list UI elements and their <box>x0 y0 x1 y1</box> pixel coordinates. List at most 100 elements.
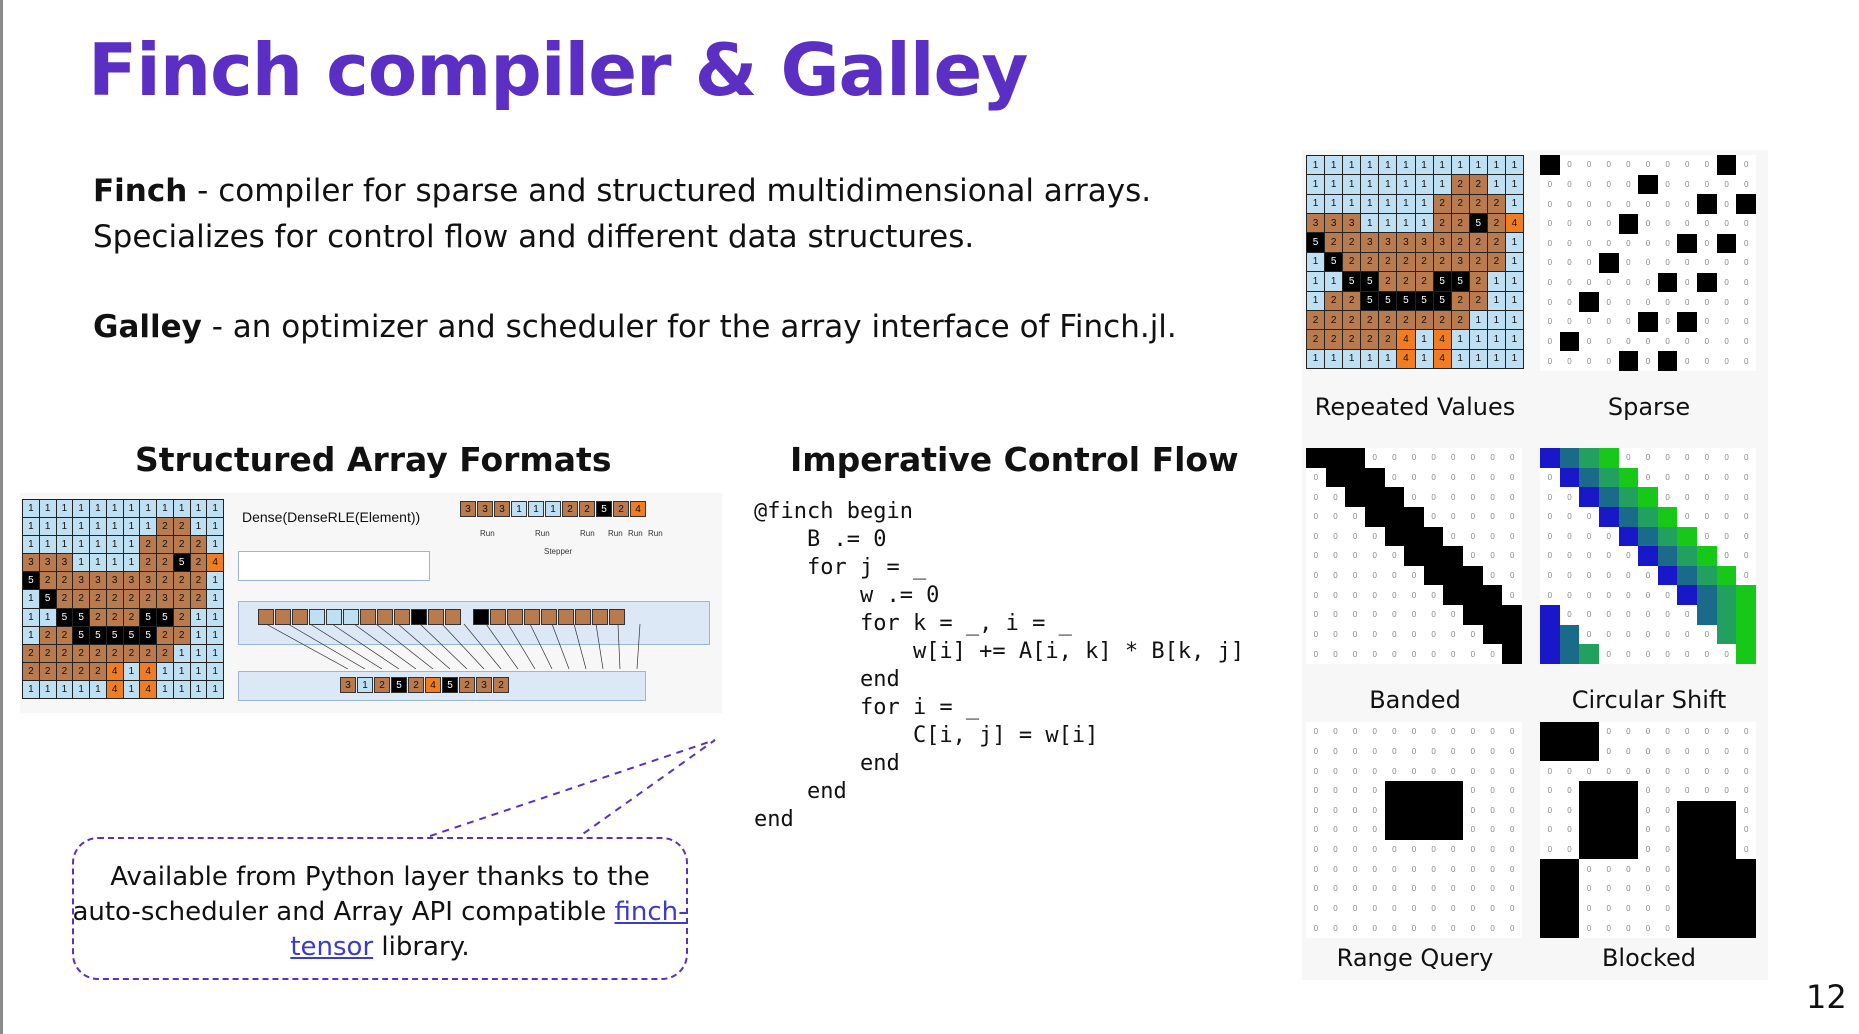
grid-cell: 2 <box>1451 194 1469 214</box>
matrix-cell <box>1559 624 1580 645</box>
matrix-cell <box>1540 859 1560 880</box>
matrix-cell <box>1384 800 1405 821</box>
format-label: Dense(DenseRLE(Element)) <box>242 509 421 525</box>
row-cell: 2 <box>579 501 595 517</box>
matrix-cell: 0 <box>1743 727 1749 737</box>
matrix-cell: 0 <box>1392 610 1397 620</box>
grid-cell: 4 <box>140 680 156 698</box>
finch-tensor-link[interactable]: finch-tensor <box>290 897 688 962</box>
matrix-cell: 0 <box>1411 766 1417 776</box>
grid-cell: 2 <box>173 608 190 626</box>
matrix-cell <box>1638 487 1658 507</box>
matrix-cell: 0 <box>1626 884 1631 894</box>
matrix-cell: 0 <box>1431 884 1436 894</box>
matrix-cell: 0 <box>1352 610 1358 620</box>
matrix-cell <box>1716 820 1737 840</box>
matrix-cell <box>1579 820 1599 840</box>
row-cell: 5 <box>596 501 612 517</box>
matrix-cell: 0 <box>1490 845 1495 855</box>
matrix-cell: 0 <box>1470 453 1476 463</box>
matrix-cell: 0 <box>1451 512 1456 522</box>
matrix-cell: 0 <box>1685 199 1690 209</box>
row-cell: 2 <box>493 677 509 693</box>
matrix-cell: 0 <box>1665 219 1670 229</box>
matrix-cell: 0 <box>1743 179 1749 189</box>
matrix-cell: 0 <box>1372 630 1377 640</box>
matrix-cell: 0 <box>1704 746 1710 756</box>
matrix-cell: 0 <box>1490 649 1495 659</box>
matrix-cell: 0 <box>1586 356 1592 366</box>
grid-cell: 1 <box>190 662 207 680</box>
matrix-cell: 0 <box>1333 766 1338 776</box>
matrix-cell <box>1325 467 1346 488</box>
matrix-cell: 0 <box>1626 610 1631 620</box>
matrix-cell: 0 <box>1743 746 1749 756</box>
matrix-cell: 0 <box>1586 337 1592 347</box>
matrix-cell: 0 <box>1606 746 1611 756</box>
matrix-cell: 0 <box>1685 297 1690 307</box>
matrix-cell: 0 <box>1431 649 1436 659</box>
matrix-cell: 0 <box>1470 845 1476 855</box>
matrix-cell <box>1697 879 1717 899</box>
matrix-cell <box>1345 467 1365 488</box>
grid-cell: 1 <box>1415 156 1433 175</box>
matrix-cell: 0 <box>1704 766 1710 776</box>
row-cell <box>428 609 444 625</box>
matrix-cell <box>1579 741 1599 762</box>
matrix-cell: 0 <box>1685 610 1690 620</box>
matrix-cell: 0 <box>1606 649 1611 659</box>
matrix-cell: 0 <box>1586 610 1592 620</box>
matrix-cell: 0 <box>1685 727 1690 737</box>
matrix-cell: 0 <box>1313 766 1319 776</box>
matrix-cell: 0 <box>1333 649 1338 659</box>
matrix-cell: 0 <box>1333 492 1338 502</box>
matrix-cell <box>1697 565 1717 586</box>
matrix-cell <box>1384 820 1405 840</box>
matrix-cell: 0 <box>1313 630 1319 640</box>
grid-cell: 2 <box>157 644 173 662</box>
grid-cell: 1 <box>1469 310 1487 330</box>
grid-cell: 4 <box>106 680 123 698</box>
matrix-cell: 0 <box>1333 531 1338 541</box>
matrix-cell: 0 <box>1392 766 1397 776</box>
grid-cell: 2 <box>1487 194 1505 214</box>
grid-cell: 1 <box>123 662 140 680</box>
row-cell <box>275 609 291 625</box>
grid-cell: 1 <box>23 590 39 608</box>
matrix-cell: 0 <box>1392 453 1397 463</box>
matrix-cell: 0 <box>1352 512 1358 522</box>
grid-cell: 1 <box>1325 175 1343 194</box>
matrix-cell: 0 <box>1704 258 1710 268</box>
grid-cell: 1 <box>1505 175 1523 194</box>
matrix-cell <box>1657 351 1678 371</box>
matrix-cell: 0 <box>1665 590 1670 600</box>
matrix-cell <box>1618 780 1639 801</box>
grid-cell: 1 <box>190 608 207 626</box>
galley-text: - an optimizer and scheduler for the arr… <box>201 309 1177 345</box>
matrix-cell: 0 <box>1313 649 1319 659</box>
matrix-cell: 0 <box>1724 649 1729 659</box>
matrix-cell: 0 <box>1704 356 1710 366</box>
matrix-cell: 0 <box>1704 337 1710 347</box>
grid-cell: 2 <box>1451 310 1469 330</box>
grid-cell: 5 <box>1451 272 1469 291</box>
matrix-cell: 0 <box>1333 727 1338 737</box>
matrix-cell <box>1618 351 1639 371</box>
grid-cell: 2 <box>1397 310 1415 330</box>
matrix-cell: 0 <box>1606 630 1611 640</box>
grid-cell: 1 <box>1433 175 1451 194</box>
matrix-cell <box>1423 800 1444 821</box>
grid-cell: 3 <box>1433 233 1451 252</box>
matrix-cell: 0 <box>1333 845 1338 855</box>
matrix-cell: 0 <box>1490 805 1495 815</box>
matrix-cell: 0 <box>1451 884 1456 894</box>
grid-cell: 5 <box>56 608 73 626</box>
matrix-cell: 0 <box>1333 610 1338 620</box>
matrix-cell: 0 <box>1743 238 1749 248</box>
matrix-cell <box>1697 194 1717 214</box>
matrix-cell: 0 <box>1567 238 1572 248</box>
matrix-cell: 0 <box>1411 904 1417 914</box>
grid-cell: 1 <box>207 572 223 590</box>
